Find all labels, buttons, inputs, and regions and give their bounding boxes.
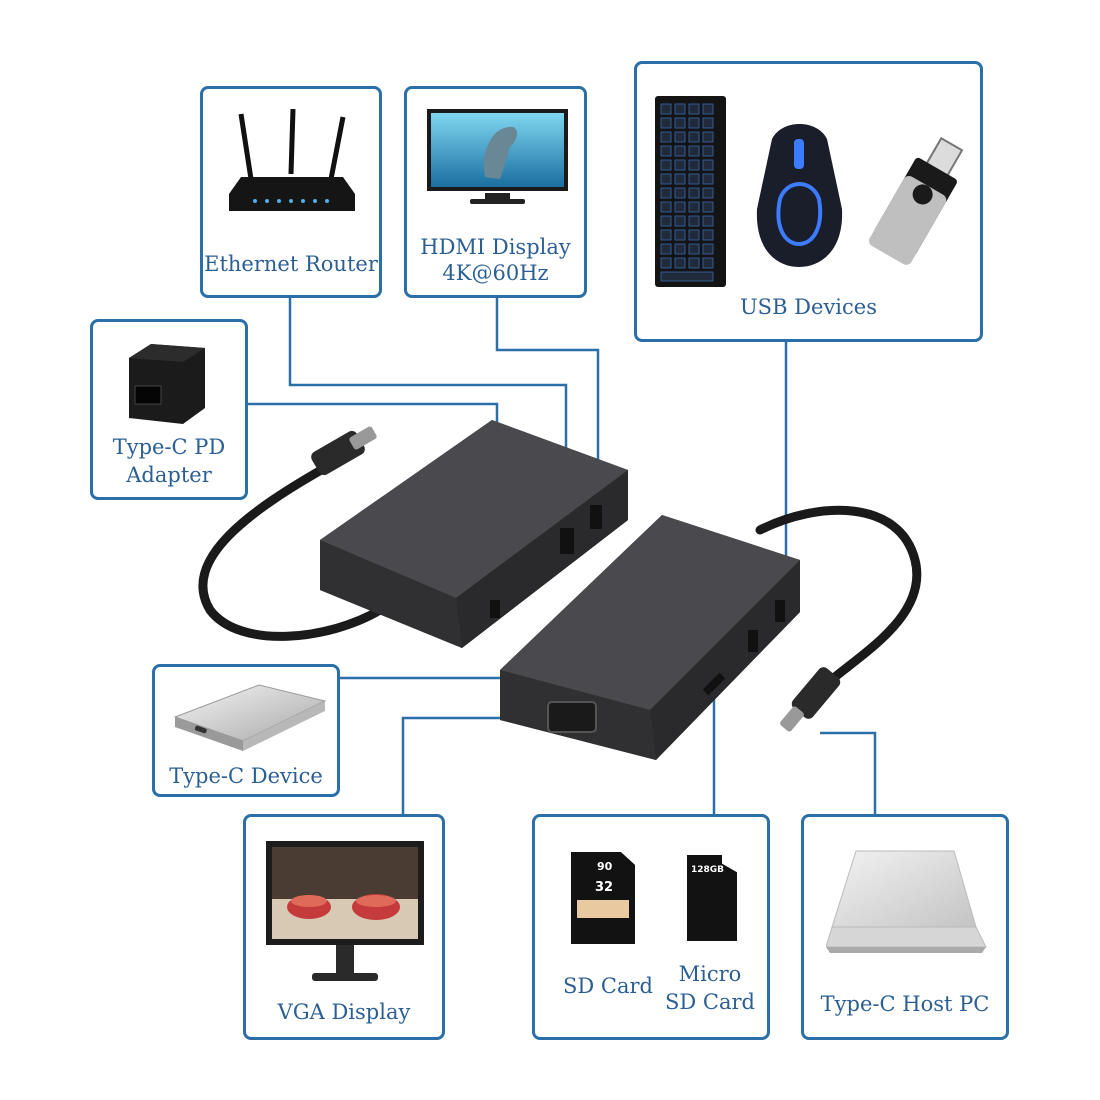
- micro-sd-label-2: SD Card: [665, 990, 755, 1014]
- ethernet-router-label: Ethernet Router: [204, 252, 378, 276]
- hdmi-wire: [495, 296, 600, 505]
- router-icon: [229, 109, 355, 211]
- micro-sd-card-icon: 128GB: [687, 855, 737, 941]
- hdmi-display-label-1: HDMI Display: [420, 235, 571, 259]
- pd-adapter-label-2: Adapter: [126, 463, 212, 487]
- usb-devices-label: USB Devices: [739, 295, 877, 319]
- type-c-device-label: Type-C Device: [169, 764, 323, 788]
- sd-card-icon: 90 32: [571, 852, 635, 944]
- usb-devices-box: USB Devices: [634, 61, 983, 342]
- hub-left-box: [320, 420, 628, 648]
- tv-icon: [427, 109, 568, 204]
- hdmi-display-label-2: 4K@60Hz: [442, 261, 549, 285]
- power-adapter-icon: [129, 344, 205, 424]
- right-connector: [791, 667, 841, 719]
- keyboard-icon: [655, 96, 726, 287]
- ssd-icon: [173, 684, 327, 751]
- micro-sd-capacity: 128GB: [691, 865, 725, 875]
- vga-display-label: VGA Display: [277, 1000, 411, 1024]
- sd-card-label: SD Card: [563, 974, 653, 998]
- vga-display-box: VGA Display: [243, 814, 445, 1040]
- hub-right-box: [500, 515, 800, 760]
- hdmi-display-box: HDMI Display 4K@60Hz: [404, 86, 587, 298]
- sd-card-speed: 90: [597, 860, 613, 873]
- type-c-device-box: Type-C Device: [152, 664, 340, 797]
- host-pc-wire: [820, 731, 877, 814]
- laptop-icon: [826, 850, 987, 953]
- pd-adapter-label-1: Type-C PD: [112, 435, 226, 459]
- usb-drive-icon: [869, 136, 964, 265]
- right-cable: [755, 505, 922, 695]
- pd-adapter-box: Type-C PD Adapter: [90, 319, 248, 500]
- sd-card-box: 90 32 128GB SD Card Micro SD Card: [532, 814, 770, 1040]
- host-pc-label: Type-C Host PC: [820, 992, 990, 1016]
- ethernet-router-box: Ethernet Router: [200, 86, 382, 298]
- micro-sd-label-1: Micro: [678, 962, 742, 986]
- monitor-icon: [266, 841, 424, 981]
- left-cable: [198, 460, 385, 641]
- sd-card-capacity: 32: [595, 880, 614, 895]
- host-pc-box: Type-C Host PC: [801, 814, 1009, 1040]
- mouse-icon: [756, 124, 843, 267]
